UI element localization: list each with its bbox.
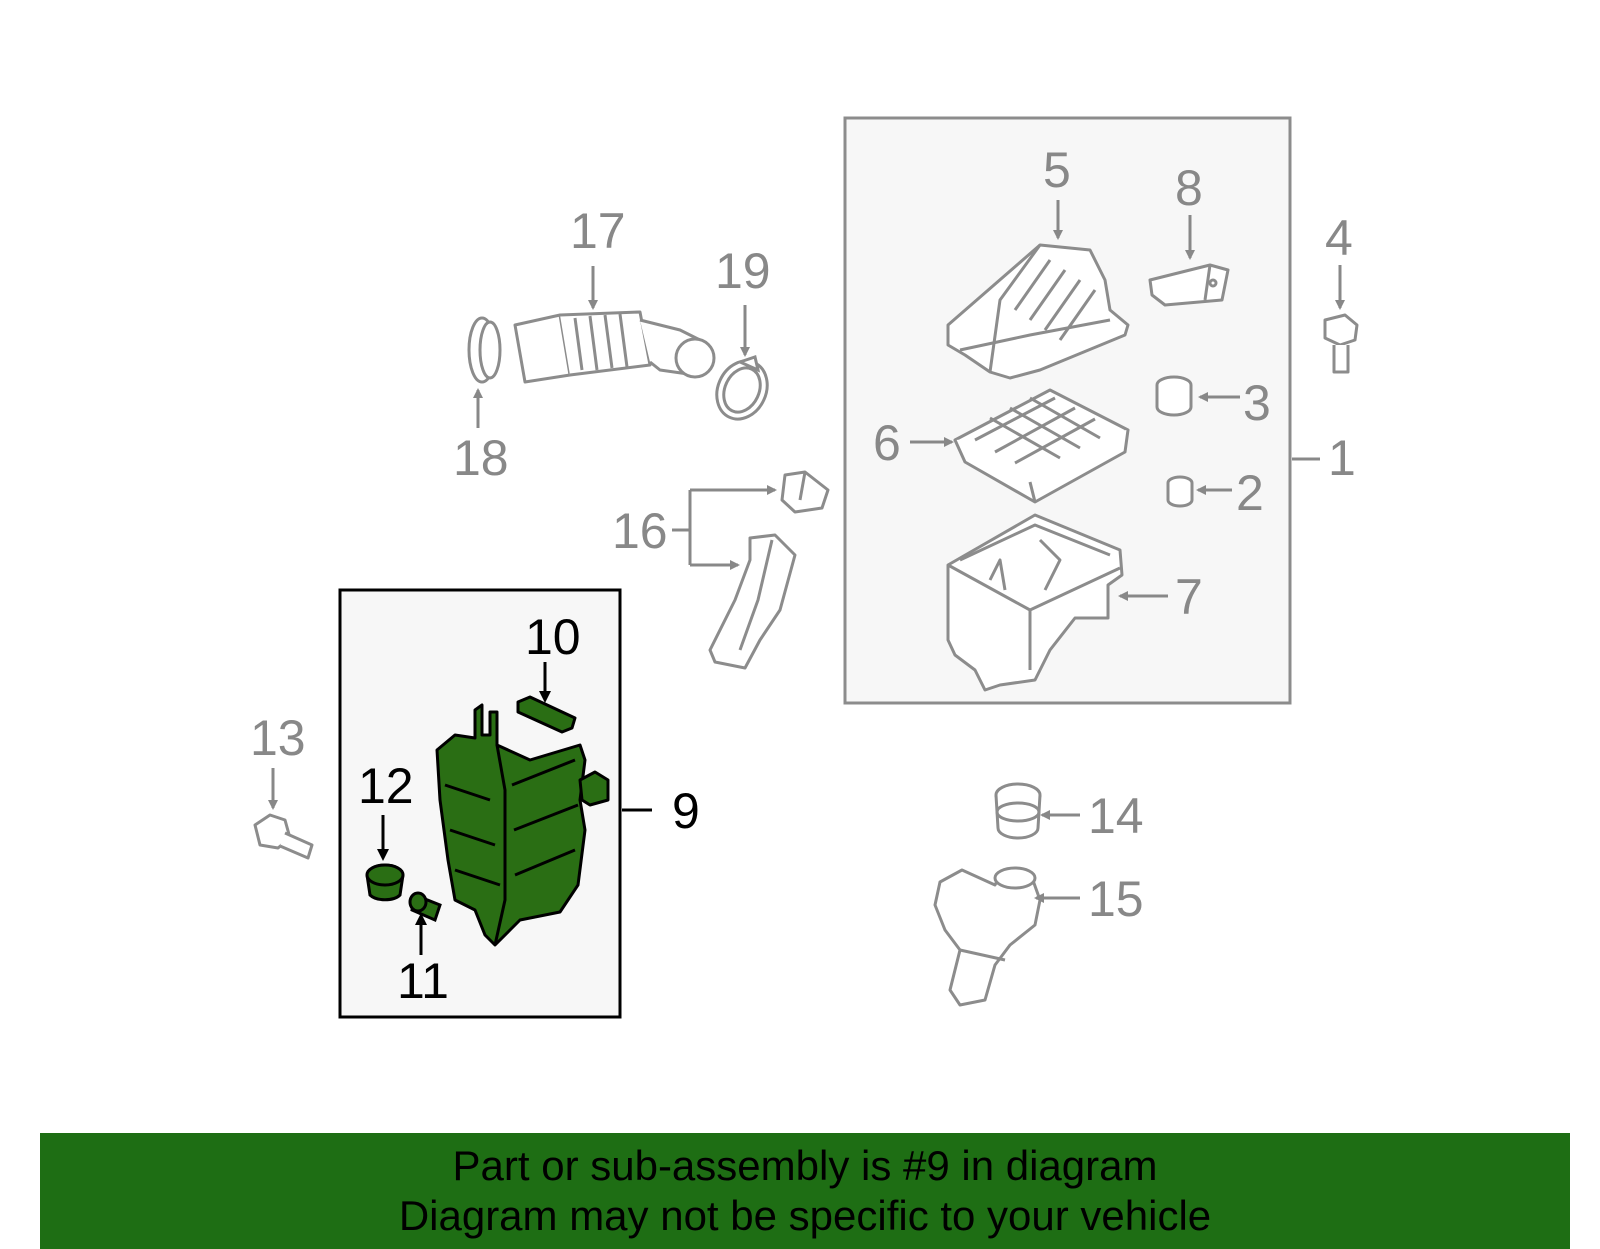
part-17-intake-hose[interactable] [513,310,716,384]
callout-11: 11 [397,953,449,1009]
callout-3: 3 [1243,375,1271,431]
banner-line-1: Part or sub-assembly is #9 in diagram [452,1142,1158,1189]
leader-lines-highlighted [377,662,652,955]
info-banner: Part or sub-assembly is #9 in diagram Di… [40,1133,1570,1249]
part-19-clamp[interactable] [708,353,777,428]
leader-lines [268,200,1345,903]
part-12-grommet[interactable] [365,863,405,902]
part-13-bolt[interactable] [253,813,314,860]
part-16-duct[interactable] [708,470,830,670]
callout-1: 1 [1328,430,1356,486]
callout-14: 14 [1088,788,1144,844]
callout-12: 12 [358,758,414,814]
callout-15: 15 [1088,871,1144,927]
part-18-clamp[interactable] [467,316,502,384]
callout-6: 6 [873,415,901,471]
callout-13: 13 [250,710,306,766]
part-5-cover[interactable] [946,243,1130,380]
callout-18: 18 [453,430,509,486]
part-2-grommet[interactable] [1166,475,1194,508]
part-11-grommet[interactable] [408,891,442,923]
callout-7: 7 [1175,569,1203,625]
part-9-resonator[interactable] [435,703,610,947]
callout-5: 5 [1043,142,1071,198]
callout-2: 2 [1236,465,1264,521]
part-4-bolt[interactable] [1323,313,1359,374]
callout-8: 8 [1175,160,1203,216]
callout-10: 10 [525,609,581,665]
part-8-inlet[interactable] [1148,263,1230,307]
part-10-clip[interactable] [516,695,577,734]
callout-labels: 1 2 3 4 5 6 7 8 9 10 11 12 13 14 15 16 1… [250,142,1356,1009]
part-3-grommet[interactable] [1155,375,1193,417]
banner-line-2: Diagram may not be specific to your vehi… [398,1192,1212,1239]
callout-16: 16 [612,503,668,559]
part-15-duct[interactable] [933,866,1042,1007]
part-6-filter[interactable] [953,388,1130,504]
callout-4: 4 [1325,210,1353,266]
callout-9: 9 [672,783,700,839]
part-7-lower-housing[interactable] [946,513,1124,692]
part-14-boot[interactable] [994,782,1042,840]
callout-17: 17 [570,203,626,259]
callout-19: 19 [715,243,771,299]
